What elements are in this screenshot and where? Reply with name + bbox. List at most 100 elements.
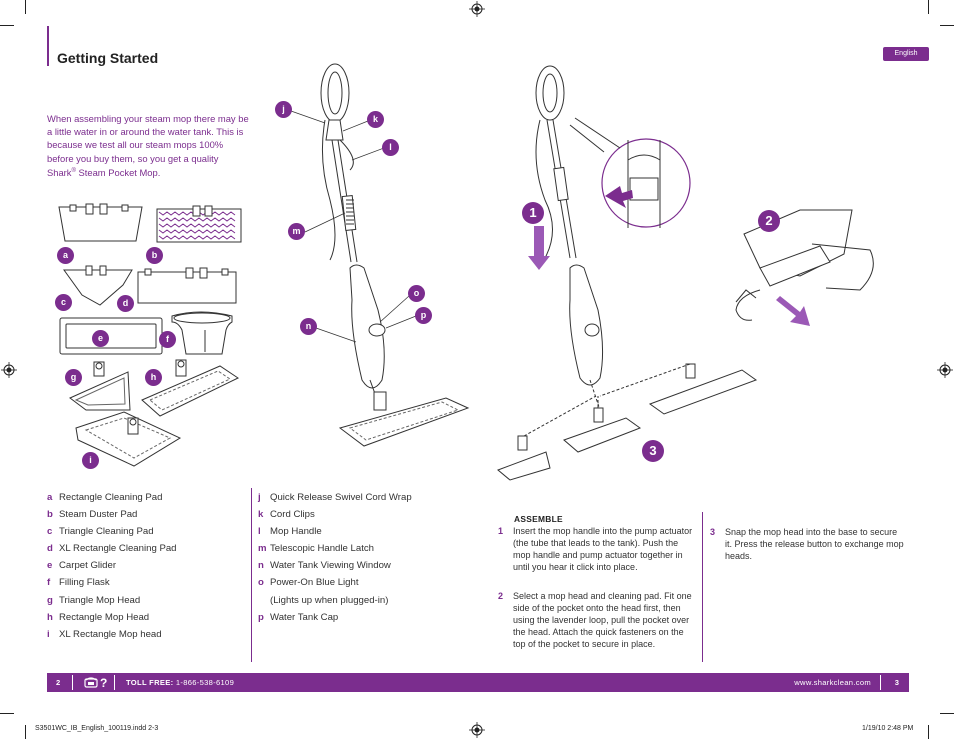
part-list-item: n Water Tank Viewing Window [258, 557, 412, 574]
part-key: k [258, 509, 264, 521]
carpet-glider-illustration [59, 317, 163, 355]
label-e: e [92, 330, 109, 347]
part-key: g [47, 594, 53, 606]
crop-mark [928, 0, 929, 14]
page-number-left: 2 [56, 678, 61, 687]
part-key: c [47, 526, 53, 538]
part-label: Carpet Glider [59, 560, 117, 572]
arrow-right-icon [605, 186, 633, 208]
steam-mop-illustration [320, 63, 470, 447]
part-label: Telescopic Handle Latch [270, 543, 374, 555]
registration-mark-icon [469, 722, 485, 738]
part-list-item: k Cord Clips [258, 506, 412, 523]
part-key: h [47, 611, 53, 623]
crop-mark [0, 713, 14, 714]
crop-mark [25, 725, 26, 739]
crop-mark [928, 725, 929, 739]
part-label: Rectangle Mop Head [59, 611, 150, 623]
label-o: o [408, 285, 425, 302]
registered-mark: ® [71, 167, 76, 174]
part-list-item: d XL Rectangle Cleaning Pad [47, 540, 177, 557]
crop-mark [25, 0, 26, 14]
label-m: m [288, 223, 305, 240]
website-link[interactable]: www.sharkclean.com [794, 678, 871, 687]
step-1-badge: 1 [522, 202, 544, 224]
xl-rectangle-mop-head-illustration [75, 411, 182, 467]
part-label: Cord Clips [270, 509, 315, 521]
part-key: d [47, 543, 53, 555]
title-accent-bar [47, 26, 49, 66]
part-key: m [258, 543, 267, 555]
part-list-item: b Steam Duster Pad [47, 506, 177, 523]
part-label: Steam Duster Pad [59, 509, 138, 521]
step-3-badge: 3 [642, 440, 664, 462]
column-divider [702, 512, 703, 662]
registration-mark-icon [937, 362, 953, 378]
column-divider [251, 488, 252, 662]
step-text: Select a mop head and cleaning pad. Fit … [513, 591, 692, 650]
footer-separator [72, 675, 73, 690]
label-d: d [117, 295, 134, 312]
label-c: c [55, 294, 72, 311]
part-label: Water Tank Viewing Window [270, 560, 391, 572]
intro-paragraph: When assembling your steam mop there may… [47, 112, 249, 179]
crop-mark [0, 25, 14, 26]
file-slug: S3501WC_IB_English_100119.indd 2-3 [35, 725, 159, 732]
assemble-step-illustration [497, 65, 874, 481]
step-text: Insert the mop handle into the pump actu… [513, 526, 693, 573]
part-label: Triangle Mop Head [59, 594, 141, 606]
label-j: j [275, 101, 292, 118]
label-f: f [159, 331, 176, 348]
part-key: i [47, 628, 50, 640]
part-key: e [47, 560, 53, 572]
step-2-badge: 2 [758, 210, 780, 232]
part-key: b [47, 509, 53, 521]
label-n: n [300, 318, 317, 335]
part-key: o [258, 577, 264, 589]
part-list-item: e Carpet Glider [47, 557, 177, 574]
footer-separator [114, 675, 115, 690]
label-i: i [82, 452, 99, 469]
step-number: 2 [498, 591, 504, 601]
label-a: a [57, 247, 74, 264]
step-number: 1 [498, 526, 504, 536]
footer-bar: 2 ? TOLL FREE: 1-866-538-6109 www.sharkc… [47, 673, 909, 692]
arrow-down-icon [528, 226, 550, 270]
assemble-step: 1 Insert the mop handle into the pump ac… [498, 525, 695, 573]
assemble-heading: ASSEMBLE [514, 514, 563, 524]
svg-text:?: ? [100, 676, 107, 689]
label-l: l [382, 139, 399, 156]
arrow-down-right-icon [776, 296, 810, 326]
part-key: n [258, 560, 264, 572]
language-tab: English [883, 47, 929, 61]
part-key: a [47, 492, 53, 503]
part-list-item: g Triangle Mop Head [47, 592, 177, 609]
part-key: p [258, 611, 264, 623]
rectangle-mop-head-illustration [141, 359, 240, 417]
crop-mark [940, 25, 954, 26]
toll-free: TOLL FREE: 1-866-538-6109 [126, 673, 234, 692]
crop-mark [940, 713, 954, 714]
date-slug: 1/19/10 2:48 PM [862, 725, 914, 732]
triangle-cleaning-pad-illustration [63, 265, 133, 306]
toll-free-number: 1-866-538-6109 [173, 678, 235, 687]
label-h: h [145, 369, 162, 386]
part-label: Quick Release Swivel Cord Wrap [270, 492, 412, 503]
intro-text: When assembling your steam mop there may… [47, 113, 249, 178]
part-key: f [47, 577, 51, 589]
page-title: Getting Started [57, 50, 159, 66]
footer-separator [880, 675, 881, 690]
filling-flask-illustration [171, 311, 233, 355]
triangle-mop-head-illustration [69, 361, 131, 411]
part-label: Filling Flask [59, 577, 110, 589]
part-key: j [258, 492, 261, 503]
xl-rectangle-cleaning-pad-illustration [137, 267, 237, 304]
part-label: XL Rectangle Cleaning Pad [59, 543, 177, 555]
